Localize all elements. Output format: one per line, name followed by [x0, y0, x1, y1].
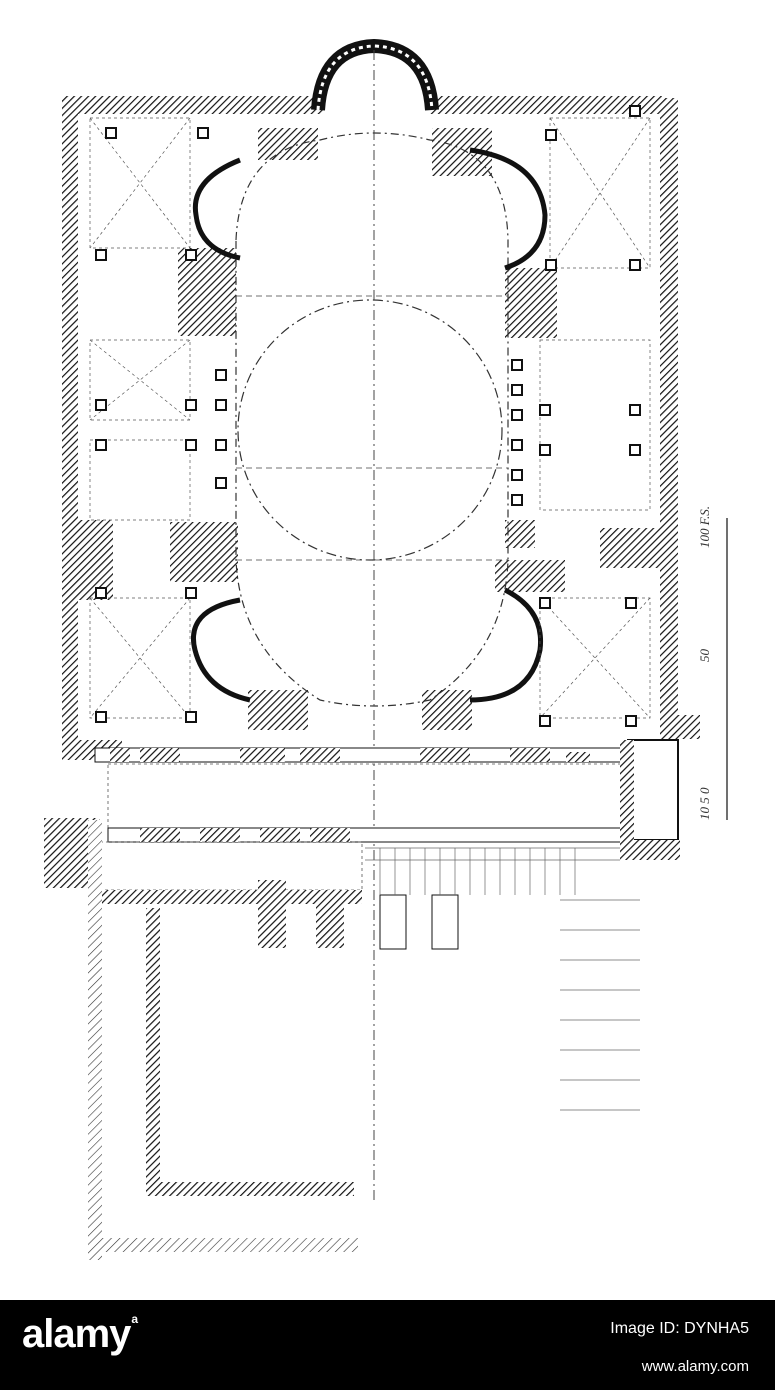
outer-walls [62, 96, 678, 760]
scale-label-100: 100 F.S. [697, 505, 712, 548]
image-id: Image ID: DYNHA5 [610, 1320, 749, 1337]
main-piers [68, 128, 660, 730]
scale-label-10-5-0: 10 5 0 [697, 787, 712, 821]
column-markers [95, 105, 641, 727]
aisle-vaults [89, 117, 651, 719]
stairs [365, 847, 640, 1111]
floor-plan-drawing [44, 38, 728, 1260]
floor-plan-figure: 100 F.S. 50 10 5 0 [44, 38, 728, 1260]
atrium [44, 818, 459, 1260]
watermark-bar: alamya Image ID: DYNHA5 www.alamy.com [0, 1300, 775, 1390]
scale-label-50: 50 [697, 649, 712, 662]
alamy-logo: alamya [22, 1312, 138, 1357]
alamy-logo-mark: a [131, 1312, 138, 1326]
side-building [620, 715, 700, 860]
narthex [94, 747, 629, 904]
exedrae [191, 147, 548, 703]
apse [311, 38, 439, 111]
nave [235, 50, 509, 1200]
alamy-logo-text: alamy [22, 1312, 131, 1356]
watermark-url: www.alamy.com [641, 1358, 749, 1375]
